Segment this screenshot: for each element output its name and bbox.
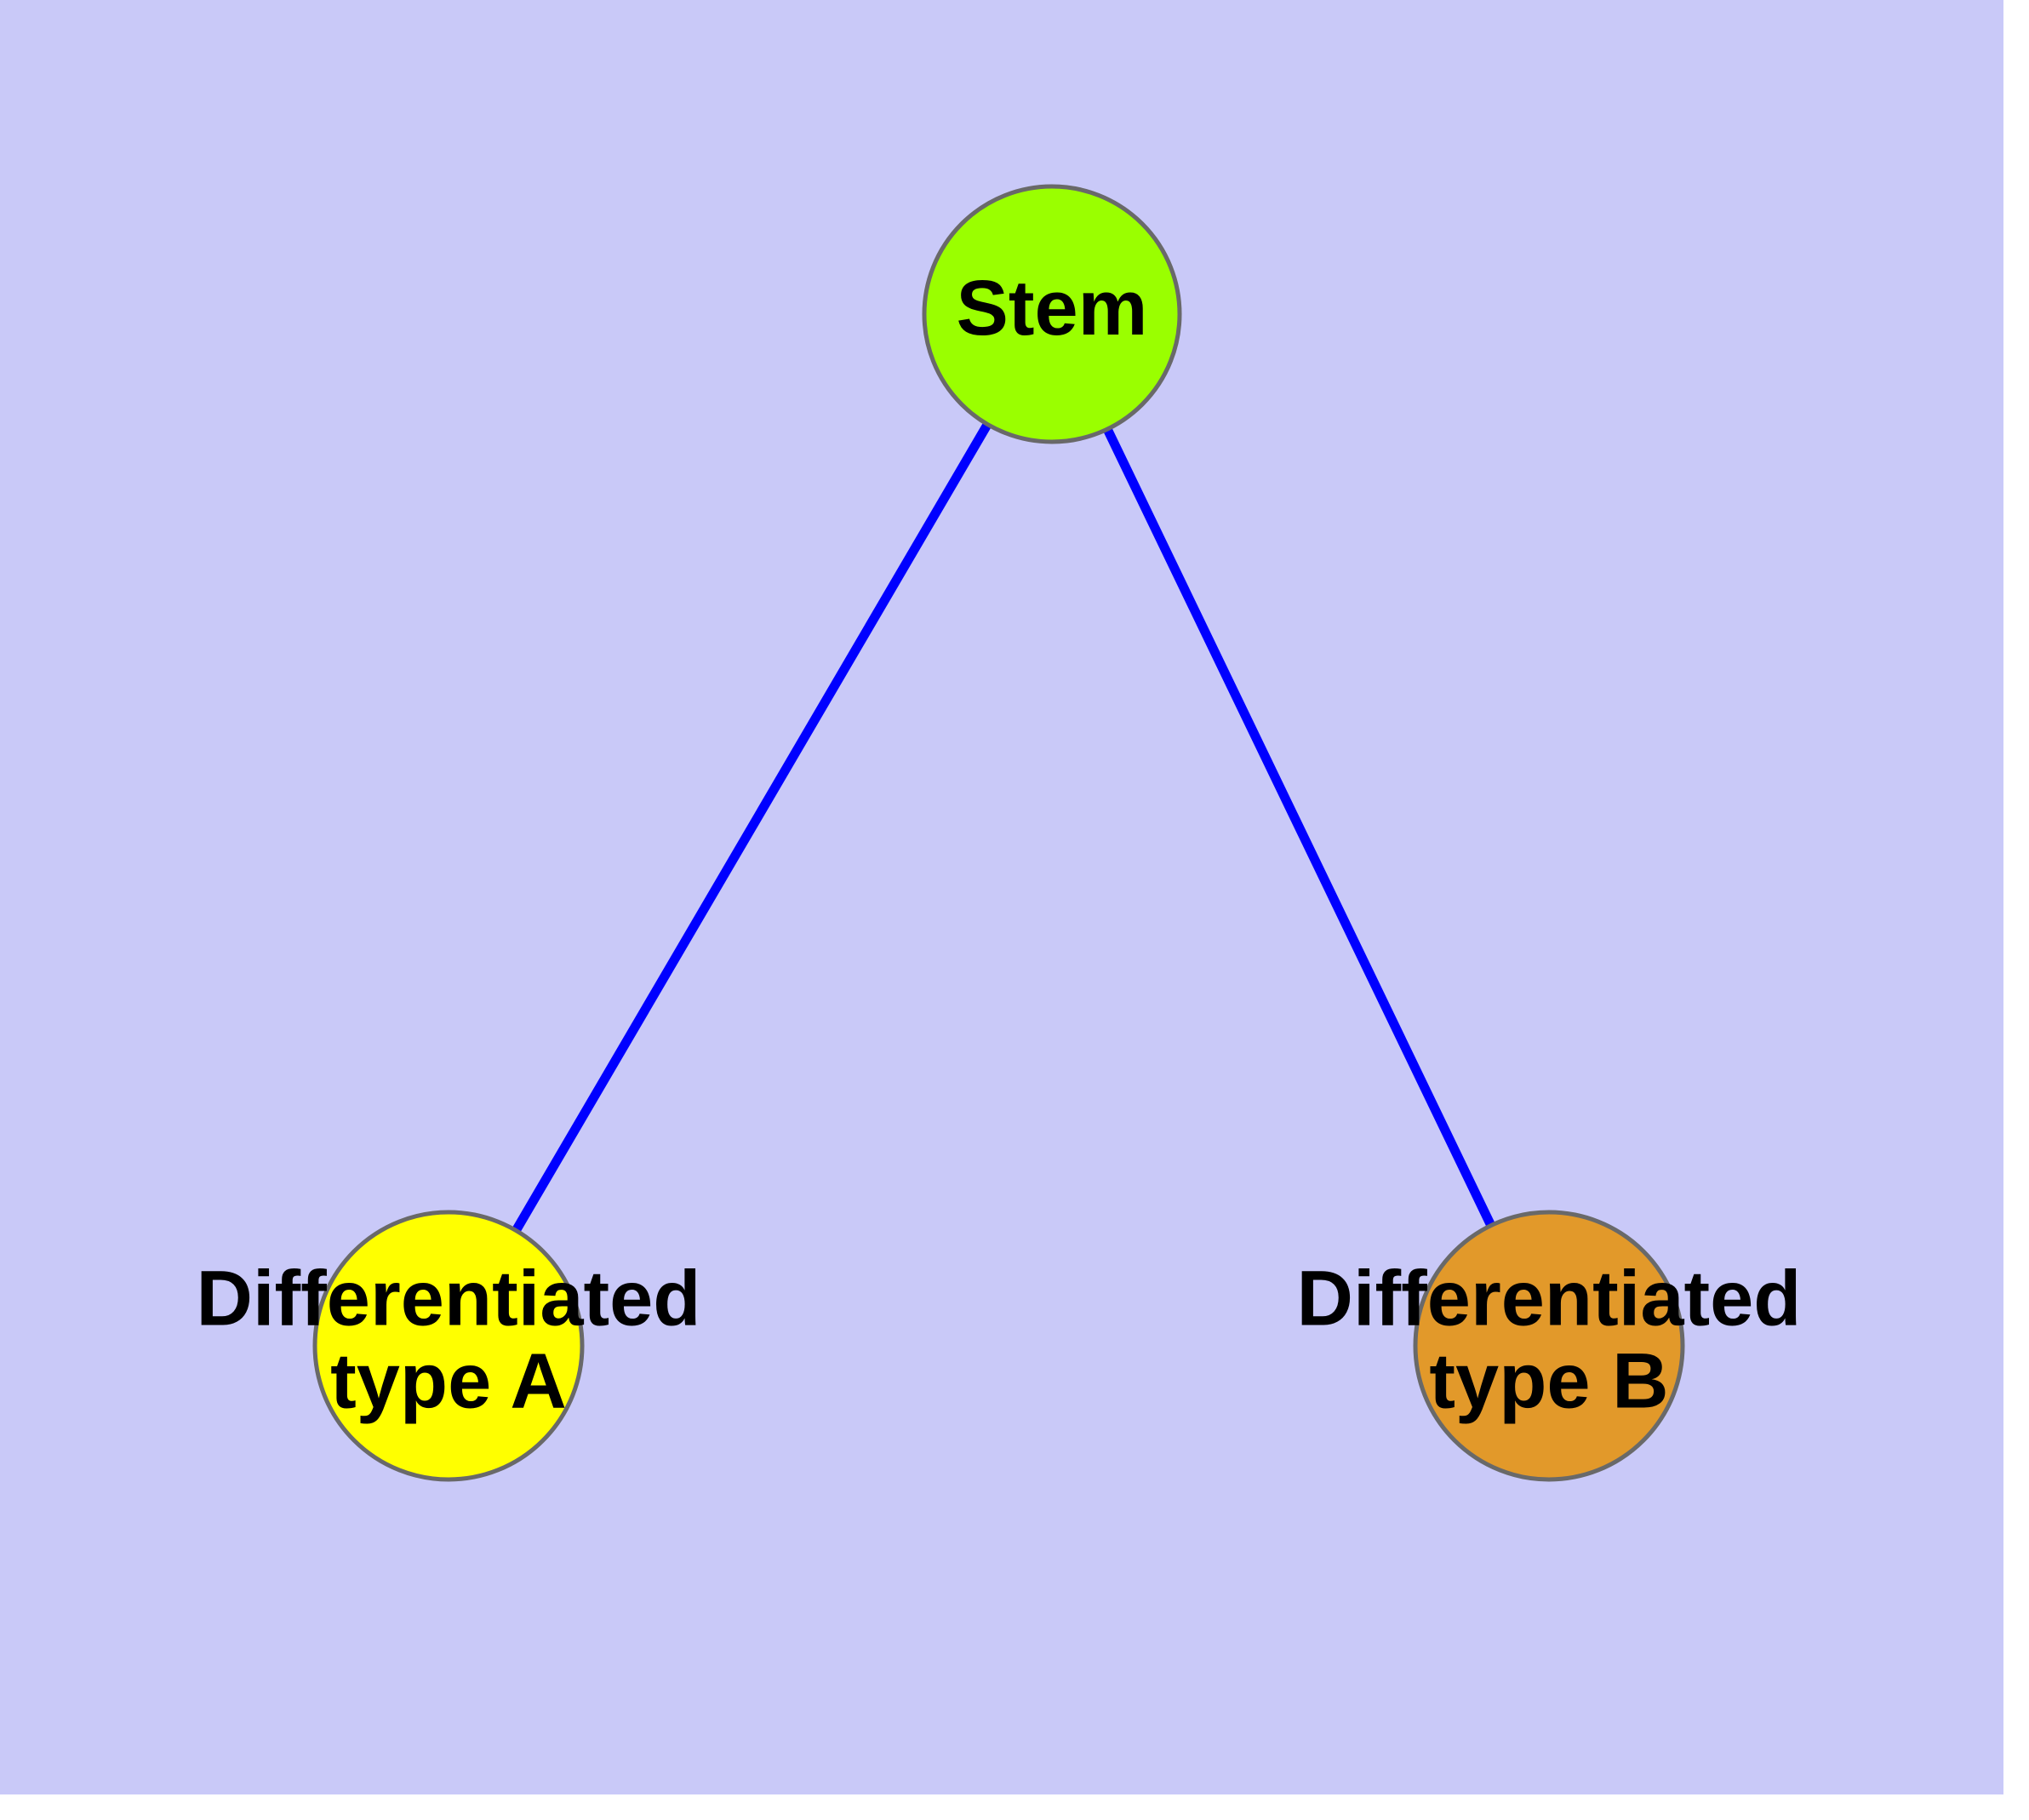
node-differentiated-type-a-circle[interactable] (312, 1210, 585, 1482)
node-differentiated-type-b-circle[interactable] (1413, 1210, 1685, 1482)
node-stem-label: Stem (957, 265, 1148, 352)
node-stem[interactable]: Stem (922, 184, 1182, 444)
node-stem-circle[interactable] (922, 184, 1182, 444)
edges-group (512, 421, 1495, 1233)
edge-stem-to-differentiated-type-b[interactable] (1103, 426, 1495, 1228)
edge-stem-to-differentiated-type-a[interactable] (512, 421, 992, 1233)
